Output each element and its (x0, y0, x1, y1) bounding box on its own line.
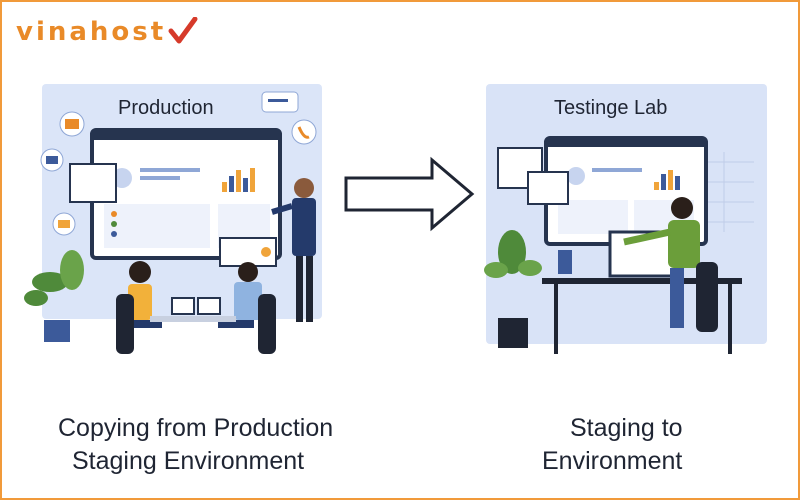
lab-side-window-2 (527, 171, 569, 205)
email-icon (59, 111, 85, 137)
staging-caption-line2: Environment (542, 447, 683, 475)
seated-person-woman (116, 261, 162, 354)
lab-desk (542, 278, 742, 284)
staging-caption: Staging to Environment (542, 412, 762, 478)
seated-person-man (218, 262, 276, 354)
staging-caption-line1: Staging to (570, 414, 683, 442)
desk (150, 316, 236, 322)
chat-icon (52, 212, 76, 236)
presenter-person (271, 178, 316, 322)
brand-check-icon (168, 17, 198, 44)
production-bar-chart (222, 168, 255, 192)
production-caption: Copying from Production Staging Environm… (58, 412, 388, 478)
arrow-right-icon (344, 156, 475, 232)
testing-lab-title: Testinge Lab (554, 97, 667, 119)
side-window (69, 163, 117, 203)
plant-right (484, 230, 542, 348)
brand-logo: vinahost (16, 14, 198, 50)
brand-logo-text: vinahost (16, 17, 167, 47)
developer-person (623, 197, 718, 332)
phone-icon (291, 119, 317, 145)
message-bubble-icon (261, 91, 299, 113)
lab-side-window (497, 147, 543, 189)
production-illustration: Production (24, 84, 322, 354)
testing-lab-illustration: Testinge Lab (484, 84, 767, 354)
production-caption-line2: Staging Environment (72, 447, 305, 475)
production-caption-line1: Copying from Production (58, 414, 334, 442)
lab-bar-chart (654, 170, 680, 190)
plant-left (24, 250, 84, 342)
production-title: Production (118, 97, 214, 119)
mail-icon (40, 148, 64, 172)
